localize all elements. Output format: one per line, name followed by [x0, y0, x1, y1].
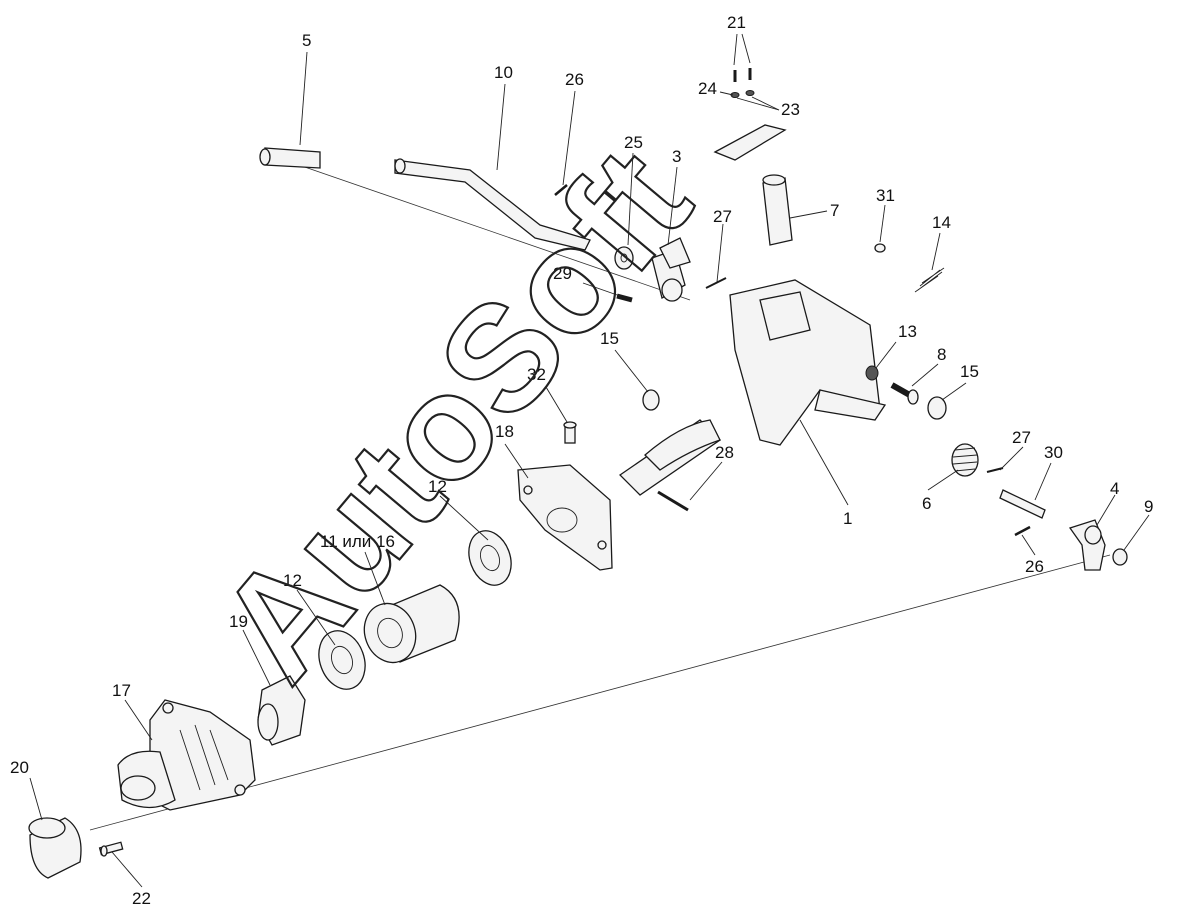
label-6: 6: [922, 494, 931, 513]
assembly-axis: [89, 554, 1111, 831]
label-9: 9: [1144, 497, 1153, 516]
part-15-cap-left: [642, 389, 660, 411]
part-17-housing: [117, 699, 256, 811]
part-20-cap: [28, 817, 82, 879]
part-27-pin-upper: [705, 277, 727, 289]
label-15-right: 15: [960, 362, 979, 381]
part-8-bolt: [890, 382, 919, 405]
part-24-washers: [730, 90, 755, 98]
label-11-or-16: 11 или 16: [320, 532, 395, 551]
label-20: 20: [10, 758, 29, 777]
label-29: 29: [553, 264, 572, 283]
leader-lines: [29, 33, 1150, 888]
part-31-nut: [874, 243, 886, 253]
part-16-bushing: [363, 584, 460, 664]
label-30: 30: [1044, 443, 1063, 462]
part-25-washer: [614, 246, 634, 270]
label-24: 24: [698, 79, 717, 98]
label-1: 1: [843, 509, 852, 528]
part-13-nut: [865, 365, 879, 381]
label-15-left: 15: [600, 329, 619, 348]
part-18-bracket: [517, 464, 613, 571]
label-22: 22: [132, 889, 151, 908]
label-19: 19: [229, 612, 248, 631]
label-18: 18: [495, 422, 514, 441]
label-25: 25: [624, 133, 643, 152]
label-7: 7: [830, 201, 839, 220]
label-10: 10: [494, 63, 513, 82]
part-22-bolt: [98, 841, 124, 857]
label-27-upper: 27: [713, 207, 732, 226]
label-27-lower: 27: [1012, 428, 1031, 447]
label-17: 17: [112, 681, 131, 700]
part-19-nut: [257, 675, 306, 746]
label-31: 31: [876, 186, 895, 205]
part-3-arm: [651, 237, 691, 302]
part-15-cap-right: [927, 396, 947, 420]
part-1-main-bracket: [618, 279, 887, 496]
label-12-lower: 12: [283, 571, 302, 590]
label-26-upper: 26: [565, 70, 584, 89]
part-9-nut: [1112, 548, 1128, 566]
part-27-pin-lower: [986, 467, 1004, 473]
label-21: 21: [727, 13, 746, 32]
part-29-pin: [616, 293, 633, 303]
part-30-rod: [999, 489, 1046, 519]
label-4: 4: [1110, 479, 1119, 498]
part-26-pin-lower: [1014, 525, 1031, 537]
label-23: 23: [781, 100, 800, 119]
part-7-pad: [762, 174, 793, 246]
part-6-spring: [951, 443, 979, 477]
part-32-nipple: [563, 421, 577, 444]
part-labels: 5 10 26 21 24 23 25 3 7 31 27 14 29 15 1…: [10, 13, 1153, 908]
part-4-fork: [1068, 519, 1106, 571]
label-5: 5: [302, 31, 311, 50]
part-12-washer-upper: [468, 530, 512, 586]
label-14: 14: [932, 213, 951, 232]
lever-axis: [269, 154, 691, 301]
part-5-grip: [259, 147, 321, 169]
label-13: 13: [898, 322, 917, 341]
part-28-pin: [657, 490, 689, 512]
part-12-washer-lower: [318, 630, 366, 690]
label-3: 3: [672, 147, 681, 166]
label-28: 28: [715, 443, 734, 462]
part-26-pin-upper: [554, 184, 568, 196]
label-8: 8: [937, 345, 946, 364]
label-12-upper: 12: [428, 477, 447, 496]
part-21-screws: [733, 68, 752, 82]
part-14-spring: [914, 267, 945, 293]
part-23-plate: [713, 124, 787, 161]
part-10-lever: [394, 158, 591, 251]
label-26-lower: 26: [1025, 557, 1044, 576]
label-32: 32: [527, 365, 546, 384]
